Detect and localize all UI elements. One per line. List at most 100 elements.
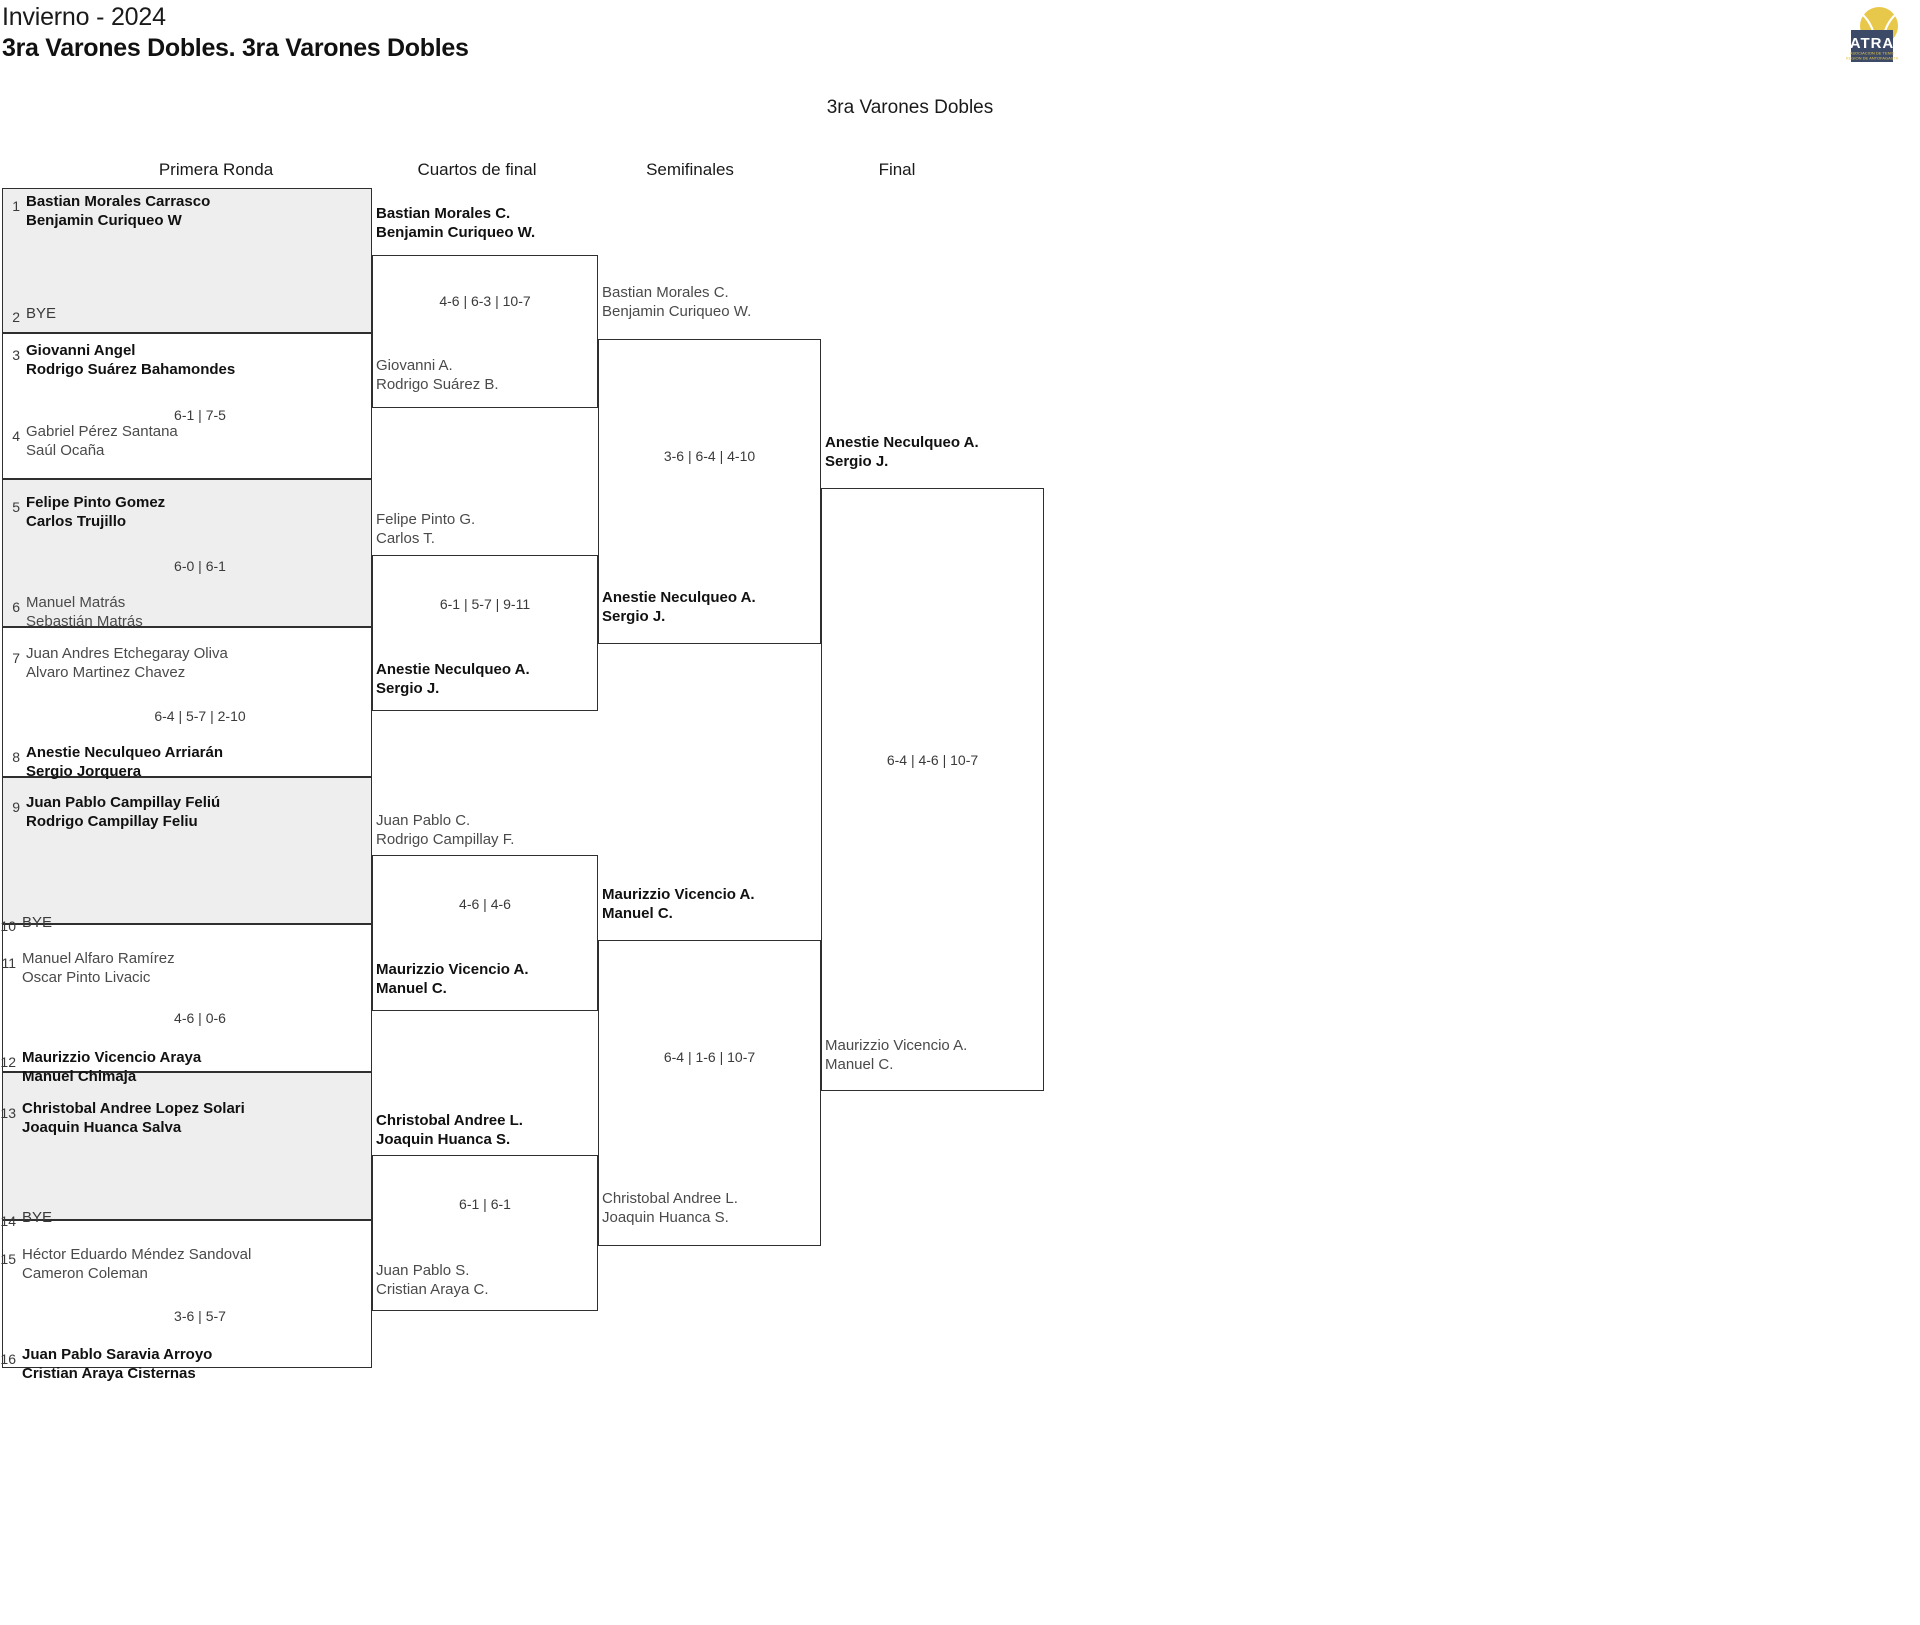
player-line-2: Sergio Jorquera xyxy=(26,763,142,780)
sf-match-box-1[interactable] xyxy=(598,339,821,644)
player-line-1: Maurizzio Vicencio A. xyxy=(376,961,529,978)
atra-logo: ATRA ASOCIACION DE TENIS REGION DE ANTOF… xyxy=(1841,4,1903,66)
r1-match-box-4[interactable] xyxy=(2,627,372,777)
r1-score-2: 6-1 | 7-5 xyxy=(174,407,226,423)
player-line-1: Juan Pablo Saravia Arroyo xyxy=(22,1346,213,1363)
sf-2-bottom-team: Christobal Andree L. Joaquin Huanca S. xyxy=(602,1189,738,1227)
qf-match-box-2[interactable] xyxy=(372,555,598,711)
r1-entry-11[interactable]: 11 Manuel Alfaro Ramírez Oscar Pinto Liv… xyxy=(0,949,175,987)
player-line-1: Bastian Morales C. xyxy=(602,284,729,301)
r1-entry-5[interactable]: 5 Felipe Pinto Gomez Carlos Trujillo xyxy=(4,493,165,531)
r1-entry-12[interactable]: 12 Maurizzio Vicencio Araya Manuel Chima… xyxy=(0,1048,201,1086)
player-line-1: Bastian Morales Carrasco xyxy=(26,193,211,210)
r1-entry-14[interactable]: 14 BYE xyxy=(0,1207,52,1229)
seed-number: 4 xyxy=(12,428,20,444)
r1-match-box-1[interactable] xyxy=(2,188,372,333)
r1-entry-13[interactable]: 13 Christobal Andree Lopez Solari Joaqui… xyxy=(0,1099,245,1137)
player-line-1: Anestie Neculqueo A. xyxy=(825,434,979,451)
qf-3-score: 4-6 | 4-6 xyxy=(459,896,511,912)
r1-entry-9[interactable]: 9 Juan Pablo Campillay Feliú Rodrigo Cam… xyxy=(4,793,220,831)
player-line-1: Christobal Andree Lopez Solari xyxy=(22,1100,245,1117)
tournament-category: 3ra Varones Dobles. 3ra Varones Dobles xyxy=(2,34,469,62)
player-line-1: Maurizzio Vicencio Araya xyxy=(22,1049,202,1066)
r1-entry-4[interactable]: 4 Gabriel Pérez Santana Saúl Ocaña xyxy=(4,422,178,460)
qf-match-box-1[interactable] xyxy=(372,255,598,408)
svg-text:ATRA: ATRA xyxy=(1850,35,1895,52)
sf-1-score: 3-6 | 6-4 | 4-10 xyxy=(663,448,756,464)
player-names: Giovanni Angel Rodrigo Suárez Bahamondes xyxy=(26,341,235,379)
r1-entry-7[interactable]: 7 Juan Andres Etchegaray Oliva Alvaro Ma… xyxy=(4,644,228,682)
player-names: Bastian Morales Carrasco Benjamin Curiqu… xyxy=(26,192,210,230)
seed-number: 15 xyxy=(0,1251,16,1267)
tournament-header: Invierno - 2024 3ra Varones Dobles. 3ra … xyxy=(2,2,469,64)
qf-2-bottom-team: Anestie Neculqueo A. Sergio J. xyxy=(376,660,530,698)
qf-match-box-4[interactable] xyxy=(372,1155,598,1311)
round-header-cuartos-de-final: Cuartos de final xyxy=(417,160,537,179)
qf-match-box-3[interactable] xyxy=(372,855,598,1011)
r1-match-box-7[interactable] xyxy=(2,1072,372,1220)
r1-match-box-5[interactable] xyxy=(2,777,372,924)
player-names: Maurizzio Vicencio Araya Manuel Chimaja xyxy=(22,1048,201,1086)
player-line-2: Cristian Araya C. xyxy=(376,1281,489,1298)
r1-score-3: 6-0 | 6-1 xyxy=(174,558,226,574)
r1-entry-10[interactable]: 10 BYE xyxy=(0,912,52,934)
r1-match-box-6[interactable] xyxy=(2,924,372,1072)
r1-entry-3[interactable]: 3 Giovanni Angel Rodrigo Suárez Bahamond… xyxy=(4,341,235,379)
player-line-2: Rodrigo Suárez Bahamondes xyxy=(26,361,236,378)
final-score: 6-4 | 4-6 | 10-7 xyxy=(886,752,979,768)
qf-3-top-team: Juan Pablo C. Rodrigo Campillay F. xyxy=(376,811,514,849)
r1-entry-2[interactable]: 2 BYE xyxy=(4,303,56,325)
qf-1-top-team: Bastian Morales C. Benjamin Curiqueo W. xyxy=(376,204,535,242)
player-line-1: Juan Andres Etchegaray Oliva xyxy=(26,645,228,662)
r1-score-4: 6-4 | 5-7 | 2-10 xyxy=(154,708,246,724)
player-line-1: Giovanni A. xyxy=(376,357,453,374)
r1-entry-6[interactable]: 6 Manuel Matrás Sebastián Matrás xyxy=(4,593,143,631)
player-line-2: Cameron Coleman xyxy=(22,1265,148,1282)
player-line-2: Rodrigo Suárez B. xyxy=(376,376,499,393)
qf-4-bottom-team: Juan Pablo S. Cristian Araya C. xyxy=(376,1261,489,1299)
player-names: Gabriel Pérez Santana Saúl Ocaña xyxy=(26,422,178,460)
player-line-2: Saúl Ocaña xyxy=(26,442,105,459)
player-line-2: Joaquin Huanca S. xyxy=(602,1209,729,1226)
player-line-1: Bastian Morales C. xyxy=(376,205,511,222)
sf-1-top-team: Bastian Morales C. Benjamin Curiqueo W. xyxy=(602,283,751,321)
r1-match-box-8[interactable] xyxy=(2,1220,372,1368)
seed-number: 13 xyxy=(0,1105,16,1121)
player-line-1: Anestie Neculqueo Arriarán xyxy=(26,744,223,761)
qf-2-score: 6-1 | 5-7 | 9-11 xyxy=(439,596,531,612)
svg-text:ASOCIACION DE TENIS: ASOCIACION DE TENIS xyxy=(1850,51,1895,56)
player-line-2: Alvaro Martinez Chavez xyxy=(26,664,186,681)
player-line-1: Christobal Andree L. xyxy=(376,1112,523,1129)
player-names: Juan Pablo Campillay Feliú Rodrigo Campi… xyxy=(26,793,220,831)
final-match-box[interactable] xyxy=(821,488,1044,1091)
player-line-1: Christobal Andree L. xyxy=(602,1190,738,1207)
player-line-2: Benjamin Curiqueo W xyxy=(26,212,182,229)
player-line-1: BYE xyxy=(22,1209,53,1226)
r1-entry-1[interactable]: 1 Bastian Morales Carrasco Benjamin Curi… xyxy=(4,192,210,230)
player-line-2: Carlos T. xyxy=(376,530,435,547)
player-line-2: Oscar Pinto Livacic xyxy=(22,969,151,986)
r1-entry-8[interactable]: 8 Anestie Neculqueo Arriarán Sergio Jorq… xyxy=(4,743,223,781)
r1-match-box-2[interactable] xyxy=(2,333,372,479)
sf-match-box-2[interactable] xyxy=(598,940,821,1246)
player-line-1: Giovanni Angel xyxy=(26,342,136,359)
seed-number: 8 xyxy=(12,749,20,765)
r1-match-box-3[interactable] xyxy=(2,479,372,627)
final-top-team: Anestie Neculqueo A. Sergio J. xyxy=(825,433,979,471)
player-line-1: Juan Pablo S. xyxy=(376,1262,470,1279)
r1-entry-16[interactable]: 16 Juan Pablo Saravia Arroyo Cristian Ar… xyxy=(0,1345,212,1383)
final-bottom-team: Maurizzio Vicencio A. Manuel C. xyxy=(825,1036,967,1074)
seed-number: 11 xyxy=(1,955,16,971)
r1-entry-15[interactable]: 15 Héctor Eduardo Méndez Sandoval Camero… xyxy=(0,1245,251,1283)
seed-number: 16 xyxy=(0,1351,16,1367)
player-line-1: Anestie Neculqueo A. xyxy=(602,589,756,606)
player-line-1: Manuel Alfaro Ramírez xyxy=(22,950,175,967)
qf-1-bottom-team: Giovanni A. Rodrigo Suárez B. xyxy=(376,356,499,394)
player-names: Felipe Pinto Gomez Carlos Trujillo xyxy=(26,493,165,531)
player-line-2: Manuel C. xyxy=(376,980,447,997)
player-line-2: Manuel C. xyxy=(825,1056,894,1073)
player-names: Juan Andres Etchegaray Oliva Alvaro Mart… xyxy=(26,644,228,682)
player-names: BYE xyxy=(26,303,56,323)
player-line-2: Manuel C. xyxy=(602,905,673,922)
